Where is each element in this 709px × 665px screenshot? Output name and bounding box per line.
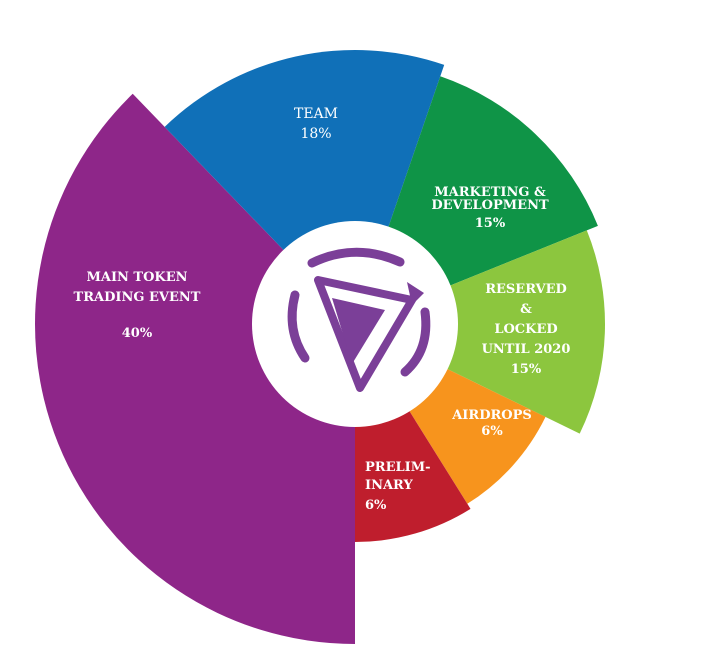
slice-label-line: TEAM [294,106,338,122]
slice-label-line: & [520,302,532,317]
slice-3 [355,230,606,434]
slice-label-line: 18% [300,126,331,142]
slice-label-1: TEAM 18% [294,106,338,142]
slice-label-line: MAIN TOKEN [86,270,187,285]
slice-label-5: PRELIM- INARY 6% [365,460,431,513]
slice-label-3: RESERVED & LOCKED UNTIL 2020 15% [482,282,571,377]
slice-label-line: TRADING EVENT [74,290,201,305]
slice-label-line: AIRDROPS [451,408,532,423]
slice-label-0: MAIN TOKEN TRADING EVENT 40% [74,270,201,341]
slice-label-line: UNTIL 2020 [482,342,571,357]
slice-0 [34,93,356,645]
slice-label-line: RESERVED [485,282,567,297]
slice-label-line: INARY [365,478,413,493]
labels-layer: MAIN TOKEN TRADING EVENT 40% TEAM 18% MARKETI… [74,106,571,513]
slice-label-line: MARKETING & [434,185,546,200]
play-triangle-logo-icon [287,247,431,392]
slice-label-line: 40% [122,326,153,341]
slice-label-line: 6% [481,424,503,439]
slice-label-line: 15% [475,216,506,231]
slice-label-line: PRELIM- [365,460,431,475]
slice-label-line: 6% [365,498,387,513]
center-logo [252,221,458,427]
slice-label-line: LOCKED [494,322,557,337]
slice-label-2: MARKETING &DEVELOPMENT 15% [431,185,549,231]
slice-label-line: 15% [511,362,542,377]
slice-label-line: DEVELOPMENT [431,198,549,213]
